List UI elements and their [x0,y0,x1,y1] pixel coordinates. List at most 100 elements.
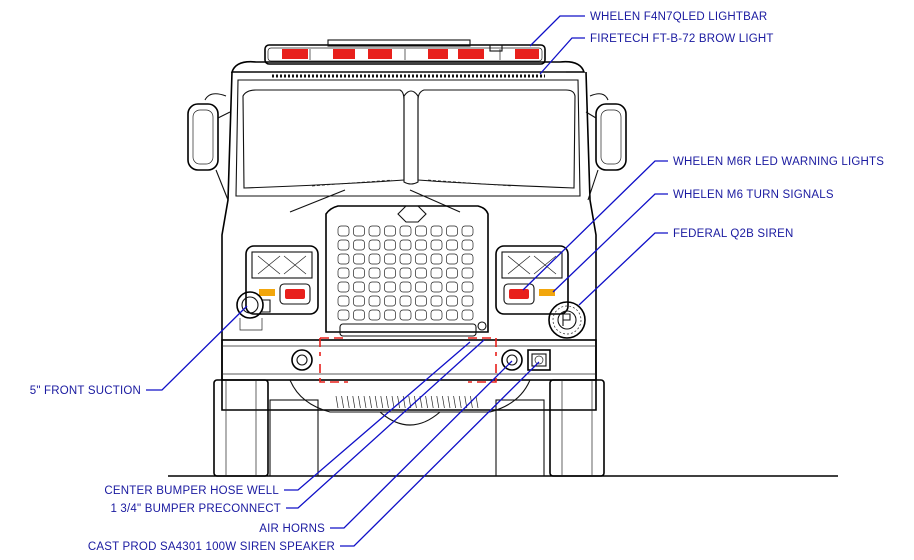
front-suction-drawing [236,291,271,331]
grille-slot [446,225,458,237]
apron-tooth [335,395,339,409]
grille-slot [353,281,365,293]
grille-slot [415,253,427,265]
leader-lightbar [529,15,585,47]
apron-tooth [391,395,395,409]
grille-slot [461,239,474,251]
grille-slot [446,253,458,265]
label-q2b: FEDERAL Q2B SIREN [673,228,794,240]
leader-airhorns [330,360,513,529]
grille-slot [430,295,443,307]
q2b-siren-drawing [548,301,586,339]
apron-tooth [346,395,350,409]
grille-slot [337,295,350,307]
leader-preconnect [286,339,485,509]
grille-slot [461,253,474,265]
grille-slot [353,309,365,321]
apron-tooth [475,395,479,409]
leader-m6r [522,160,668,291]
grille-slot [368,253,381,265]
headlight-cluster-left [245,245,319,315]
truck-drawing [168,39,838,477]
apron-tooth [341,395,344,409]
grille-slot [399,295,412,307]
grille-slot [461,225,474,237]
grille-slot [384,225,396,237]
grille-slot [430,225,443,237]
apron-tooth [436,395,440,409]
apron-tooth [458,395,462,409]
callout-labels: WHELEN F4N7QLED LIGHTBAR FIRETECH FT-B-7… [30,11,884,553]
grille-slot [415,267,427,279]
grille-slot [430,239,443,251]
label-m6turn: WHELEN M6 TURN SIGNALS [673,189,834,201]
windshield-drawing [242,89,576,213]
callout-leaders [146,15,668,547]
apron-tooth [386,395,389,409]
grille-slot [461,267,474,279]
label-brow: FIRETECH FT-B-72 BROW LIGHT [590,33,774,45]
label-suction: 5" FRONT SUCTION [30,385,141,397]
grille-slot [399,309,412,321]
grille-slot [337,239,350,251]
grille-slot [353,267,365,279]
grille-drawing [325,205,489,337]
grille-slot [384,253,396,265]
grille-slot [353,295,365,307]
grille-slot [461,309,474,321]
apron-tooth [363,395,367,409]
apron-tooth [369,395,372,409]
grille-slot [337,253,350,265]
apron-tooth [453,395,456,409]
grille-slot [415,295,427,307]
label-hosewell: CENTER BUMPER HOSE WELL [104,485,279,497]
apron-tooth [447,395,451,409]
leader-brow [539,37,585,75]
apron-tooth [358,395,361,409]
grille-slot [384,309,396,321]
grille-slot [353,253,365,265]
grille-slot [461,281,474,293]
grille-slot [430,309,443,321]
grille-slot [446,295,458,307]
grille-slot [415,239,427,251]
grille-slot [337,225,350,237]
apron-tooth [425,395,428,409]
grille-slot [399,267,412,279]
grille-slot [368,281,381,293]
rear-dual-left [269,399,319,477]
grille-slot [384,295,396,307]
grille-slot [399,253,412,265]
grille-slot [446,281,458,293]
apron-tooth [352,395,356,409]
rear-dual-right [495,399,545,477]
apron-tooth [374,395,378,409]
leader-speaker [340,361,540,547]
leader-m6turn [552,193,668,293]
apron-tooth [380,395,384,409]
apron-tooth [397,395,400,409]
label-m6r: WHELEN M6R LED WARNING LIGHTS [673,156,884,168]
label-lightbar: WHELEN F4N7QLED LIGHTBAR [590,11,767,23]
grille-slot [415,281,427,293]
grille-slot [368,295,381,307]
grille-slot [337,267,350,279]
apron-tooth [442,395,445,409]
headlight-cluster-right [495,245,569,315]
grille-slot [399,239,412,251]
grille-slot [368,225,381,237]
grille-slot [461,295,474,307]
grille-slot [430,281,443,293]
lightbar-drawing [264,39,546,65]
cab-outline [221,71,597,411]
grille-slot [446,239,458,251]
grille-slot [446,309,458,321]
grille-slot [368,239,381,251]
grille-slot [353,225,365,237]
grille-slot [337,309,350,321]
grille-slot [399,225,412,237]
label-preconnect: 1 3/4" BUMPER PRECONNECT [110,503,281,515]
grille-slot [415,309,427,321]
grille-slot [415,225,427,237]
